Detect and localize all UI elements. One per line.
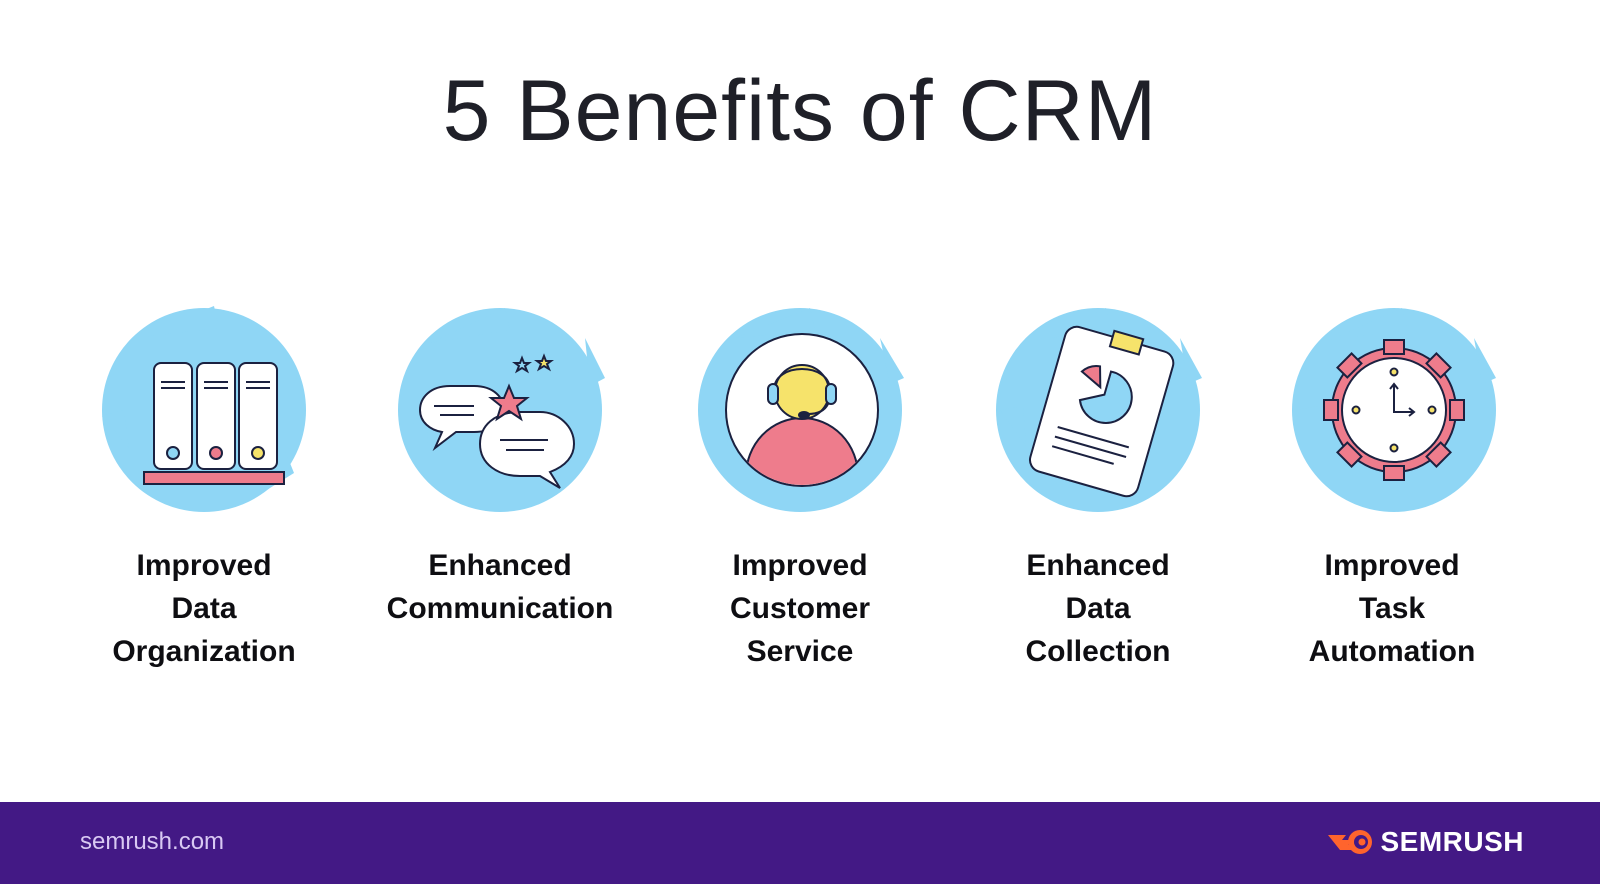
footer-site-link[interactable]: semrush.com <box>80 828 225 855</box>
benefit-communication: Enhanced Communication <box>370 298 630 630</box>
gear-clock-icon <box>1292 308 1496 512</box>
benefit-data-organization: Improved Data Organization <box>74 298 334 673</box>
brand-logo: SEMRUSH <box>1326 826 1524 858</box>
customer-support-headset-icon <box>698 308 904 512</box>
binders-icon <box>102 306 306 512</box>
footer-bar: semrush.com SEMRUSH <box>0 802 1600 884</box>
benefit-label: Enhanced Data Collection <box>1025 549 1171 668</box>
benefit-label: Enhanced Communication <box>386 549 614 625</box>
benefit-label: Improved Customer Service <box>729 549 871 668</box>
semrush-fireball-icon <box>1328 830 1373 854</box>
chat-bubbles-star-icon <box>398 308 605 512</box>
report-pie-chart-icon <box>996 308 1202 512</box>
benefit-label: Improved Task Automation <box>1308 549 1476 668</box>
benefit-label: Improved Data Organization <box>112 549 296 668</box>
benefit-data-collection: Enhanced Data Collection <box>968 298 1228 673</box>
page-title: 5 Benefits of CRM <box>442 63 1158 159</box>
benefit-customer-service: Improved Customer Service <box>670 298 930 673</box>
brand-name: SEMRUSH <box>1380 826 1524 857</box>
benefit-task-automation: Improved Task Automation <box>1262 298 1522 673</box>
